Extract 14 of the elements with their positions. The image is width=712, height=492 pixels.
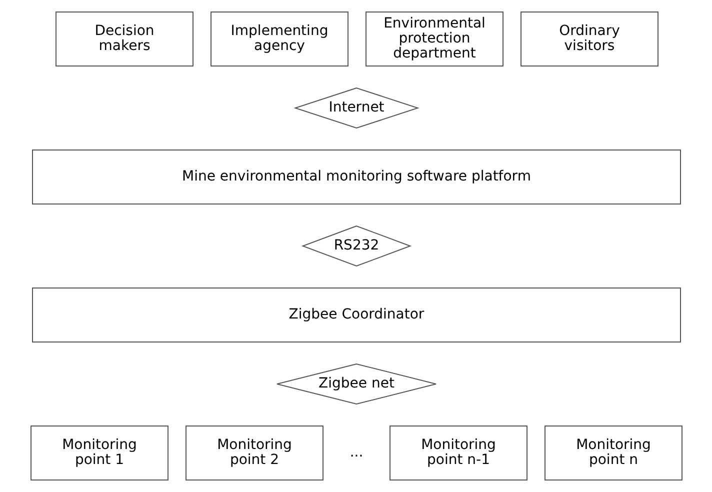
node-diamond: RS232 xyxy=(300,225,412,267)
node-box: Implementing agency xyxy=(210,12,348,66)
node-box: Ordinary visitors xyxy=(520,12,658,66)
node-box: Monitoring point n xyxy=(544,426,682,480)
node-box: Zigbee Coordinator xyxy=(32,288,680,342)
node-box: Environmental protection department xyxy=(365,12,503,66)
node-box: Monitoring point 2 xyxy=(185,426,323,480)
node-box: Mine environmental monitoring software platform xyxy=(32,150,680,204)
label: ... xyxy=(349,444,363,461)
node-box: Monitoring point n-1 xyxy=(389,426,527,480)
node-box: Monitoring point 1 xyxy=(30,426,168,480)
node-diamond: Internet xyxy=(293,87,419,129)
node-diamond: Zigbee net xyxy=(276,363,436,405)
node-box: Decision makers xyxy=(55,12,193,66)
